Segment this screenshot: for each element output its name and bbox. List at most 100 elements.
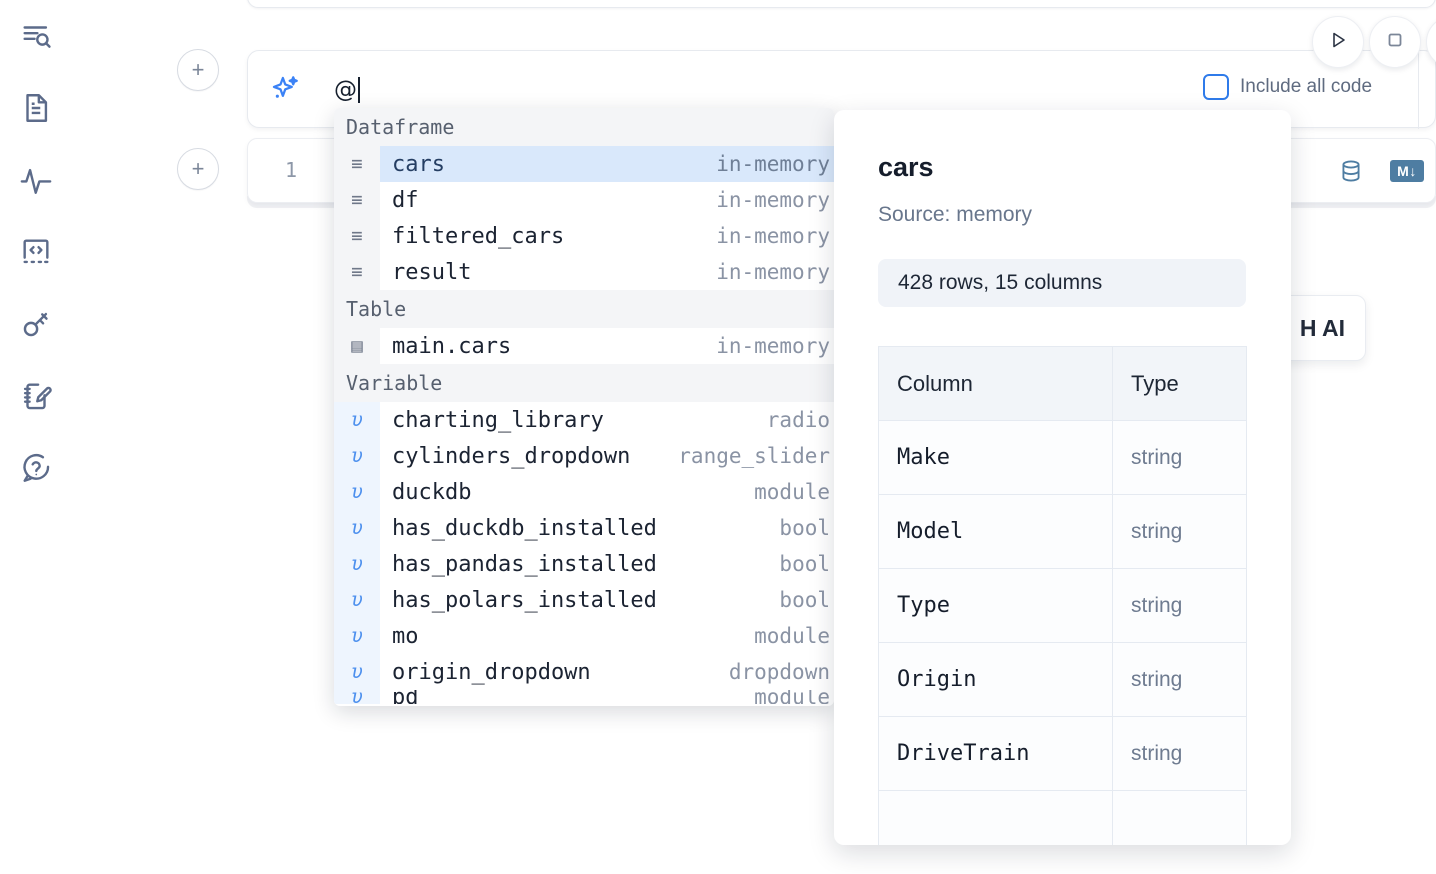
play-triangle-icon <box>1326 28 1350 57</box>
completion-item-name: origin_dropdown <box>392 660 591 685</box>
detail-column-name: Model <box>879 495 1113 569</box>
help-chat-icon[interactable] <box>12 444 60 492</box>
dataframe-detail-popover: cars Source: memory 428 rows, 15 columns… <box>834 110 1291 845</box>
completion-item-type: module <box>740 690 830 704</box>
detail-table-row: DriveTrainstring <box>879 717 1247 791</box>
detail-table-row: Originstring <box>879 643 1247 717</box>
completion-item-type: bool <box>765 516 830 540</box>
completion-item-name: mo <box>392 624 419 649</box>
completion-item[interactable]: υorigin_dropdowndropdown <box>334 654 834 690</box>
completion-item-body: filtered_cars in-memory <box>380 218 834 254</box>
completion-item[interactable]: υ charting_library radio <box>334 402 834 438</box>
completion-item[interactable]: υduckdbmodule <box>334 474 834 510</box>
include-all-code-checkbox[interactable] <box>1203 74 1229 100</box>
completion-item-type: bool <box>765 588 830 612</box>
completion-item-type: in-memory <box>702 152 830 176</box>
detail-table-row: Typestring <box>879 569 1247 643</box>
detail-column-name: Origin <box>879 643 1113 717</box>
markdown-icon[interactable]: M↓ <box>1390 155 1424 187</box>
completion-item-name: df <box>392 188 419 213</box>
completion-item-body: cylinders_dropdownrange_slider <box>380 438 834 474</box>
include-all-code-label: Include all code <box>1240 76 1372 98</box>
completion-item-type: module <box>740 480 830 504</box>
completion-item[interactable]: υmomodule <box>334 618 834 654</box>
detail-column-type: string <box>1113 643 1247 717</box>
add-cell-button-top[interactable]: + <box>177 49 219 91</box>
variable-glyph-icon: υ <box>334 438 380 474</box>
completion-item-body: cars in-memory <box>380 146 834 182</box>
dataframe-glyph-icon: ≡ <box>334 254 380 290</box>
completion-item[interactable]: υcylinders_dropdownrange_slider <box>334 438 834 474</box>
code-snippets-icon[interactable] <box>12 228 60 276</box>
completion-item-type: in-memory <box>702 334 830 358</box>
detail-title: cars <box>878 152 934 183</box>
completion-item[interactable]: ≡ df in-memory <box>334 182 834 218</box>
variable-glyph-icon: υ <box>334 618 380 654</box>
dataframe-glyph-icon: ≡ <box>334 218 380 254</box>
completion-item-body: duckdb module <box>380 474 834 510</box>
dataframe-glyph-icon: ≡ <box>334 182 380 218</box>
stop-button[interactable] <box>1369 16 1421 68</box>
completion-item-name: charting_library <box>392 408 604 433</box>
completion-group-header: Dataframe <box>334 108 834 146</box>
completion-item-name: filtered_cars <box>392 224 564 249</box>
markdown-badge-label: M↓ <box>1390 160 1424 182</box>
completion-item-type: radio <box>753 408 830 432</box>
autocomplete-dropdown[interactable]: Dataframe≡carsin-memory≡dfin-memory≡filt… <box>334 108 834 706</box>
ai-prompt-value: @ <box>334 77 357 103</box>
completion-item-name: main.cars <box>392 334 511 359</box>
detail-schema-table: Column Type MakestringModelstringTypestr… <box>878 346 1247 845</box>
run-button[interactable] <box>1312 16 1364 68</box>
explore-search-icon[interactable] <box>12 12 60 60</box>
add-cell-button-bottom[interactable]: + <box>177 148 219 190</box>
completion-item-type: in-memory <box>702 188 830 212</box>
completion-item[interactable]: ≡ filtered_cars in-memory <box>334 218 834 254</box>
detail-table-row <box>879 791 1247 846</box>
detail-column-name: Type <box>879 569 1113 643</box>
variable-glyph-icon: υ <box>334 582 380 618</box>
detail-column-type: string <box>1113 495 1247 569</box>
include-all-code-row[interactable]: Include all code <box>1203 74 1372 100</box>
detail-column-type: string <box>1113 569 1247 643</box>
scratchpad-edit-icon[interactable] <box>12 372 60 420</box>
completion-item-body: pdmodule <box>380 690 834 704</box>
detail-column-type: string <box>1113 717 1247 791</box>
detail-table-body: MakestringModelstringTypestringOriginstr… <box>879 421 1247 846</box>
previous-cell <box>247 0 1436 8</box>
completion-item-name: duckdb <box>392 480 471 505</box>
completion-group-header: Variable <box>334 364 834 402</box>
completion-item[interactable]: ≡ cars in-memory <box>334 146 834 182</box>
detail-type-header: Type <box>1113 347 1247 421</box>
stop-square-icon <box>1383 28 1407 57</box>
ai-bar-divider <box>1418 51 1419 129</box>
completion-item-name: cars <box>392 152 445 177</box>
completion-item-body: has_polars_installedbool <box>380 582 834 618</box>
detail-column-type: string <box>1113 421 1247 495</box>
completion-item-name: has_pandas_installed <box>392 552 657 577</box>
variable-glyph-icon: υ <box>334 402 380 438</box>
ai-prompt-input[interactable]: @ <box>334 71 1164 109</box>
completion-item-name: result <box>392 260 471 285</box>
variable-glyph-icon: υ <box>334 690 380 704</box>
completion-item-type: in-memory <box>702 224 830 248</box>
completion-item-type: bool <box>765 552 830 576</box>
secrets-key-icon[interactable] <box>12 300 60 348</box>
dataframe-glyph-icon: ≡ <box>334 146 380 182</box>
detail-table-row: Modelstring <box>879 495 1247 569</box>
completion-item[interactable]: υhas_polars_installedbool <box>334 582 834 618</box>
activity-pulse-icon[interactable] <box>12 156 60 204</box>
completion-item[interactable]: ▤main.carsin-memory <box>334 328 834 364</box>
completion-item-name: has_duckdb_installed <box>392 516 657 541</box>
detail-source: Source: memory <box>878 203 1032 227</box>
file-document-icon[interactable] <box>12 84 60 132</box>
completion-item[interactable]: υpdmodule <box>334 690 834 704</box>
completion-item[interactable]: ≡resultin-memory <box>334 254 834 290</box>
completion-item[interactable]: υhas_pandas_installedbool <box>334 546 834 582</box>
completion-item-body: has_duckdb_installed bool <box>380 510 834 546</box>
completion-item-body: main.cars in-memory <box>380 328 834 364</box>
completion-item-body: origin_dropdowndropdown <box>380 654 834 690</box>
completion-group-header: Table <box>334 290 834 328</box>
completion-item[interactable]: υhas_duckdb_installedbool <box>334 510 834 546</box>
sparkle-icon <box>268 73 302 107</box>
database-icon[interactable] <box>1334 155 1368 187</box>
